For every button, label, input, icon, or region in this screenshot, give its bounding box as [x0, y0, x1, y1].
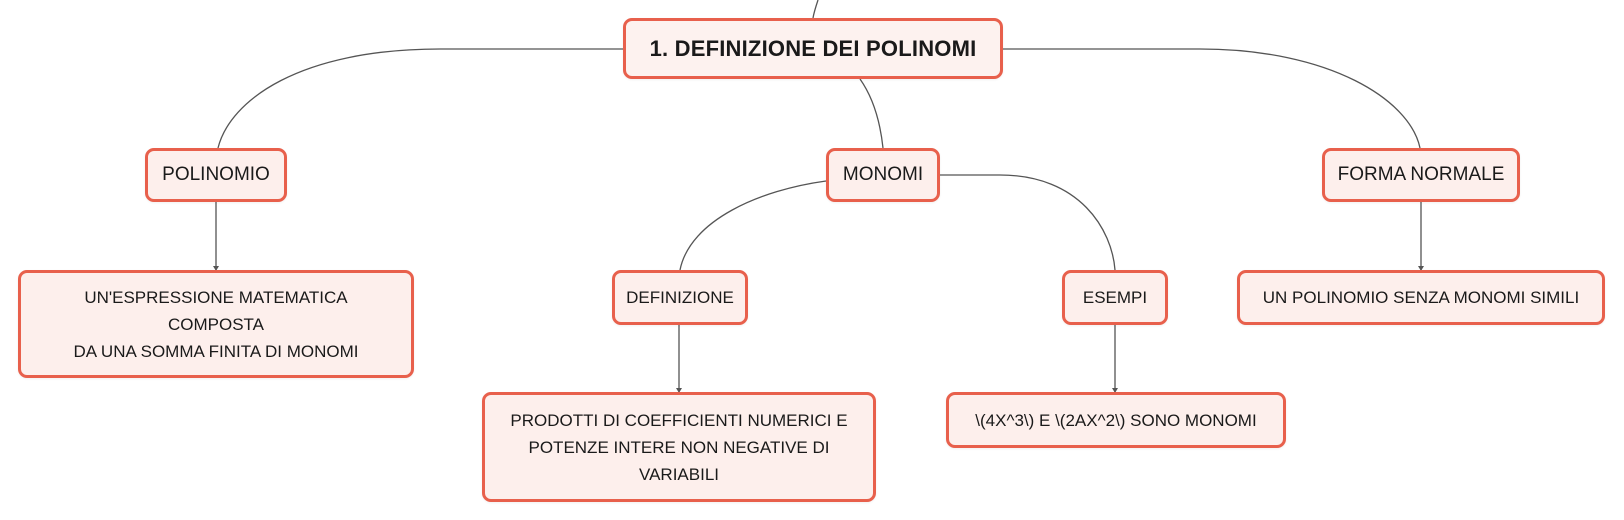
arrowhead-esempi-child [1112, 388, 1118, 393]
topic-label-esempi: ESEMPI [1082, 288, 1148, 307]
monomi-definition-text: PRODOTTI DI COEFFICIENTI NUMERICI E POTE… [495, 407, 863, 488]
connector-monomi-to-definizione [679, 180, 827, 271]
topic-label-polinomio: POLINOMIO [162, 164, 270, 185]
topic-node-polinomio-definition[interactable]: UN'ESPRESSIONE MATEMATICA COMPOSTA DA UN… [18, 270, 414, 378]
connector-monomi-to-esempi [940, 174, 1116, 271]
connector-parent-to-root [812, 0, 819, 19]
esempi-example-text: \(4X^3\) E \(2AX^2\) SONO MONOMI [975, 410, 1257, 430]
topic-label-forma-normale: FORMA NORMALE [1337, 164, 1505, 185]
topic-node-esempi-example[interactable]: \(4X^3\) E \(2AX^2\) SONO MONOMI [946, 392, 1286, 448]
monomi-definition-line-2: POTENZE INTERE NON NEGATIVE DI VARIABILI [528, 437, 830, 484]
polinomio-definition-line-1: UN'ESPRESSIONE MATEMATICA COMPOSTA [84, 287, 348, 334]
root-topic-label: 1. DEFINIZIONE DEI POLINOMI [649, 35, 977, 61]
monomi-definition-line-1: PRODOTTI DI COEFFICIENTI NUMERICI E [510, 410, 848, 430]
topic-node-monomi[interactable]: MONOMI [826, 148, 940, 202]
arrowhead-definizione-child [676, 388, 682, 393]
topic-node-forma-normale[interactable]: FORMA NORMALE [1322, 148, 1520, 202]
topic-node-monomi-definition[interactable]: PRODOTTI DI COEFFICIENTI NUMERICI E POTE… [482, 392, 876, 502]
polinomio-definition-line-2: DA UNA SOMMA FINITA DI MONOMI [73, 341, 359, 361]
topic-label-definizione: DEFINIZIONE [626, 288, 734, 307]
topic-node-forma-normale-definition[interactable]: UN POLINOMIO SENZA MONOMI SIMILI [1237, 270, 1605, 325]
arrowhead-forma-normale-child [1418, 266, 1424, 271]
topic-label-monomi: MONOMI [842, 164, 924, 185]
connector-root-to-monomi [859, 78, 884, 149]
topic-node-definizione[interactable]: DEFINIZIONE [612, 270, 748, 325]
connector-root-to-forma-normale [1003, 48, 1421, 149]
topic-node-esempi[interactable]: ESEMPI [1062, 270, 1168, 325]
forma-normale-definition-text: UN POLINOMIO SENZA MONOMI SIMILI [1262, 288, 1580, 307]
connector-root-to-polinomio [217, 48, 623, 149]
root-topic-node[interactable]: 1. DEFINIZIONE DEI POLINOMI [623, 18, 1003, 79]
polinomio-definition-text: UN'ESPRESSIONE MATEMATICA COMPOSTA DA UN… [37, 284, 395, 365]
arrowhead-polinomio-child [213, 266, 219, 271]
topic-node-polinomio[interactable]: POLINOMIO [145, 148, 287, 202]
